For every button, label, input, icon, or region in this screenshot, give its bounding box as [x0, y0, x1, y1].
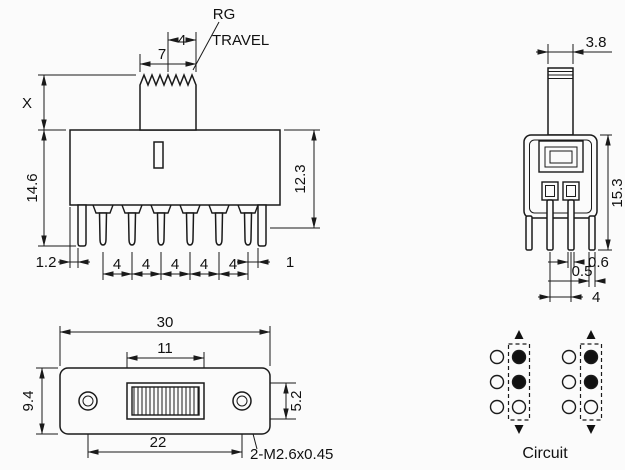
- dim-label-total-height: 14.6: [24, 173, 41, 202]
- mounting-leg-side-left: [525, 215, 533, 251]
- dim-label-hole-spec: 2-M2.6x0.45: [250, 446, 333, 463]
- mechanism-detail-inner: [549, 150, 573, 164]
- dim-label-slider-width: 11: [157, 340, 173, 357]
- slider-knob-knurled: [131, 386, 200, 416]
- dim-pin-thickness: [548, 252, 585, 268]
- terminal-pins-front: [98, 212, 253, 246]
- circuit-terminal: [561, 399, 577, 415]
- dim-label-total-width: 30: [157, 314, 174, 331]
- dim-total-width: [59, 326, 271, 366]
- circuit-terminal-connected: [583, 374, 599, 390]
- dim-right-offset: [237, 248, 270, 268]
- circuit-terminal-connected: [511, 374, 527, 390]
- mechanism-detail-mid: [544, 146, 578, 168]
- dim-label-left-offset: 1.2: [36, 254, 57, 271]
- circuit-terminals: [489, 349, 599, 415]
- knurl-lines: [548, 71, 573, 79]
- dim-label-side-pin-spacing: 4: [592, 289, 600, 306]
- mounting-slot: [153, 141, 164, 169]
- slider-contact-box-right: [579, 343, 603, 421]
- dim-label-knob-width: 7: [158, 46, 166, 63]
- dim-side-height: [598, 134, 612, 251]
- dim-left-offset: [58, 207, 90, 268]
- mechanism-detail-outer: [538, 140, 584, 173]
- circuit-terminal: [561, 374, 577, 390]
- mounting-hole-left-inner: [82, 395, 94, 407]
- mounting-hole-right: [232, 391, 252, 411]
- front-view: RG 4 TRAVEL 7 X 14.6 12.3 1.2 1 4 4 4 4 …: [22, 6, 320, 280]
- dim-label-pitch-2: 4: [142, 256, 150, 273]
- contact-block-right-inner: [566, 185, 576, 197]
- dim-bottom-body-height: [36, 367, 58, 435]
- dim-label-pitch-4: 4: [200, 256, 208, 273]
- slide-direction-arrow-down-right: [586, 425, 596, 434]
- dim-label-pitch-3: 4: [171, 256, 179, 273]
- contact-block-left-inner: [545, 185, 555, 197]
- circuit-terminal: [511, 399, 527, 415]
- circuit-label: Circuit: [522, 445, 568, 462]
- rg-leader-line: [192, 21, 220, 71]
- switch-body-front: [69, 129, 281, 206]
- circuit-terminal-connected: [583, 349, 599, 365]
- terminal-pin-side-left: [546, 199, 554, 251]
- circuit-terminal: [489, 349, 505, 365]
- circuit-diagram: Circuit: [489, 330, 603, 462]
- dim-side-pin-spacing: [538, 252, 583, 302]
- circuit-terminal: [489, 399, 505, 415]
- slide-direction-arrow-down-left: [514, 425, 524, 434]
- dim-label-right-offset: 1: [286, 254, 294, 271]
- mounting-leg-left: [77, 204, 87, 247]
- knob-side: [547, 67, 574, 136]
- dim-label-travel: TRAVEL: [212, 32, 269, 49]
- dim-label-pin-thickness: 0.6: [588, 254, 609, 271]
- dim-label-bottom-body-height: 9.4: [20, 391, 37, 412]
- dim-label-body-height: 12.3: [292, 164, 309, 193]
- circuit-terminal: [561, 349, 577, 365]
- mounting-hole-left: [78, 391, 98, 411]
- dim-side-knob-width: [536, 44, 612, 64]
- dim-body-height: [270, 129, 320, 229]
- slide-direction-arrow-up-left: [514, 330, 524, 339]
- side-view: 3.8 15.3 0.6 0.5 4: [523, 34, 625, 306]
- dim-label-x: X: [22, 95, 32, 112]
- dim-label-rg: RG: [213, 6, 236, 23]
- circuit-terminal: [583, 399, 599, 415]
- dim-label-hole-spacing: 22: [150, 434, 167, 451]
- dim-knob-width: [139, 54, 197, 72]
- dim-label-side-height: 15.3: [609, 178, 625, 207]
- mounting-leg-side-right: [588, 215, 596, 251]
- dim-label-leg-thickness: 0.5: [572, 263, 593, 280]
- mounting-hole-right-inner: [236, 395, 248, 407]
- dim-pin-pitch: [102, 252, 249, 280]
- slider-contact-box-left: [507, 343, 531, 421]
- dim-leg-thickness: [548, 252, 606, 287]
- dim-label-pitch-1: 4: [113, 256, 121, 273]
- terminal-pin-side-right: [567, 199, 575, 251]
- dim-label-slider-height: 5.2: [288, 391, 305, 412]
- bottom-view: 30 11 9.4 5.2 22 2-M2.6x0.45: [20, 314, 333, 463]
- dim-label-side-knob-width: 3.8: [586, 34, 607, 51]
- mounting-leg-right: [257, 204, 267, 247]
- slide-direction-arrow-up-right: [586, 330, 596, 339]
- knob-front: [139, 72, 197, 131]
- dim-label-travel-value: 4: [178, 32, 186, 49]
- circuit-terminal: [489, 374, 505, 390]
- circuit-terminal-connected: [511, 349, 527, 365]
- dim-label-pitch-5: 4: [229, 256, 237, 273]
- body-inner-outline: [529, 139, 592, 214]
